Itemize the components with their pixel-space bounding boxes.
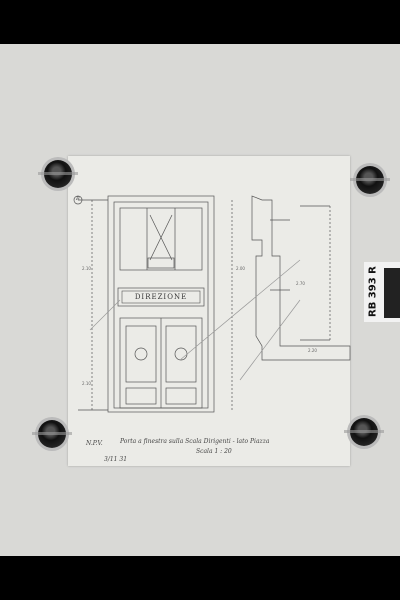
drawing-sheet [68, 156, 350, 466]
drawing-initials: N.P.V. [86, 440, 103, 447]
pushpin-top-left [38, 160, 78, 188]
drawing-date: 3/11 31 [104, 456, 128, 463]
transom-window [119, 207, 203, 271]
circle-mark-label: B [76, 196, 80, 202]
archive-tag-black-bar [384, 268, 400, 318]
svg-text:2.10: 2.10 [82, 381, 91, 386]
drawing-caption: Porta a finestra sulla Scala Dirigenti -… [120, 438, 270, 445]
sign-band [117, 287, 205, 307]
archive-tag: RB 393 R [364, 262, 400, 322]
pushpin-top-right [350, 166, 390, 194]
detail-circle-mark [73, 195, 83, 205]
svg-text:2.20: 2.20 [308, 348, 317, 353]
section-profile [251, 195, 351, 361]
pushpin-bottom-left [32, 420, 72, 448]
door-outer-frame [107, 195, 215, 413]
svg-text:2.70: 2.70 [296, 281, 305, 286]
door-sign-text: DIREZIONE [134, 293, 188, 301]
svg-text:2.00: 2.00 [236, 266, 245, 271]
drawing-scale-note: Scala 1 : 20 [196, 448, 232, 455]
pushpin-bottom-right [344, 418, 384, 446]
svg-text:2.10: 2.10 [82, 266, 91, 271]
